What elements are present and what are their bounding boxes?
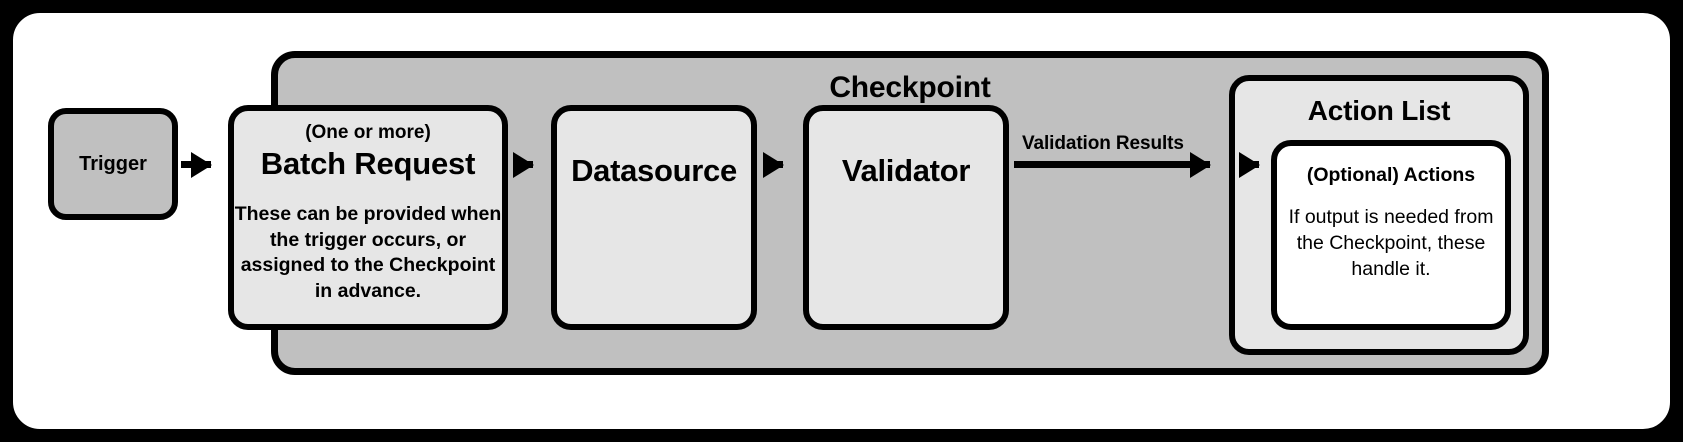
node-action-list-title: Action List bbox=[1307, 95, 1451, 126]
arrow-trigger-to-batch-request bbox=[181, 161, 211, 168]
checkpoint-title: Checkpoint bbox=[829, 71, 991, 104]
node-trigger: Trigger bbox=[48, 108, 178, 220]
node-validator: Validator bbox=[803, 105, 1009, 330]
edge-label-validation-results: Validation Results bbox=[1022, 133, 1184, 154]
node-datasource: Datasource bbox=[551, 105, 757, 330]
arrow-batch-request-to-datasource bbox=[513, 161, 533, 168]
node-optional-actions: (Optional) Actions If output is needed f… bbox=[1271, 140, 1511, 330]
node-batch-request: (One or more) Batch Request These can be… bbox=[228, 105, 508, 330]
node-action-list: Action List (Optional) Actions If output… bbox=[1229, 75, 1529, 355]
arrow-datasource-to-validator bbox=[763, 161, 783, 168]
arrow-action-list-to-actions bbox=[1241, 161, 1259, 168]
node-validator-title: Validator bbox=[841, 153, 971, 188]
node-datasource-title: Datasource bbox=[571, 153, 737, 188]
outer-frame: Checkpoint Trigger (One or more) Batch R… bbox=[6, 6, 1677, 436]
node-optional-actions-kicker: (Optional) Actions bbox=[1306, 164, 1476, 186]
node-batch-request-body: These can be provided when the trigger o… bbox=[234, 202, 502, 302]
node-batch-request-kicker: (One or more) bbox=[305, 122, 431, 143]
node-batch-request-title: Batch Request bbox=[260, 146, 476, 182]
node-trigger-title: Trigger bbox=[79, 152, 147, 175]
arrow-validator-to-action-list bbox=[1014, 161, 1210, 168]
node-optional-actions-body: If output is needed from the Checkpoint,… bbox=[1288, 206, 1494, 281]
